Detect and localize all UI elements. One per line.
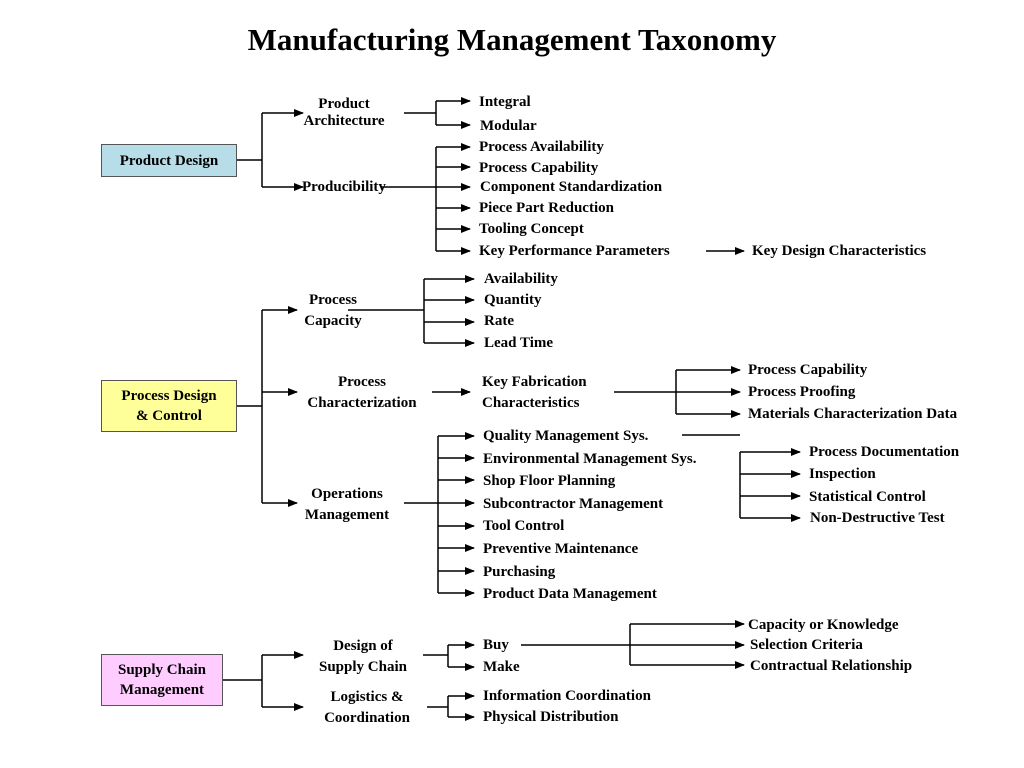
product-architecture-label: Product Architecture [303, 96, 385, 129]
leaf-component-standardization: Component Standardization [480, 179, 663, 195]
leaf-purchasing: Purchasing [483, 564, 556, 580]
operations-management-label: Operations Management [304, 486, 390, 523]
leaf-process-availability: Process Availability [479, 139, 604, 155]
leaf-lead-time: Lead Time [484, 335, 554, 351]
leaf-quantity: Quantity [484, 292, 542, 308]
supply-chain-label-line1: Supply Chain [118, 662, 206, 678]
leaf-key-performance-parameters: Key Performance Parameters [479, 243, 670, 259]
leaf-buy: Buy [483, 637, 509, 653]
product-design-box: Product Design [101, 144, 237, 177]
process-capacity-label: Process Capacity [304, 292, 362, 329]
design-of-supply-chain-label: Design of Supply Chain [319, 638, 407, 675]
leaf-modular: Modular [480, 118, 537, 134]
leaf-capacity-or-knowledge: Capacity or Knowledge [748, 617, 899, 633]
leaf-materials-characterization-data: Materials Characterization Data [748, 406, 958, 422]
leaf-availability: Availability [484, 271, 558, 287]
supply-chain-label-line2: Management [119, 682, 205, 698]
leaf-piece-part-reduction: Piece Part Reduction [479, 200, 614, 216]
process-design-box: Process Design & Control [101, 380, 237, 432]
leaf-non-destructive-test: Non-Destructive Test [810, 510, 945, 526]
process-design-label-line1: Process Design [121, 388, 217, 404]
leaf-tool-control: Tool Control [483, 518, 565, 534]
leaf-process-capability: Process Capability [479, 160, 599, 176]
leaf-contractual-relationship: Contractual Relationship [750, 658, 913, 674]
leaf-integral: Integral [479, 94, 531, 110]
leaf-environmental-management-sys: Environmental Management Sys. [483, 451, 697, 467]
producibility-label: Producibility [302, 179, 386, 195]
product-design-label: Product Design [119, 152, 219, 169]
process-design-label-line2: & Control [136, 408, 202, 424]
leaf-selection-criteria: Selection Criteria [750, 637, 863, 653]
leaf-subcontractor-management: Subcontractor Management [483, 496, 664, 512]
logistics-coordination-label: Logistics & Coordination [324, 689, 410, 726]
leaf-rate: Rate [484, 313, 514, 329]
leaf-key-design-characteristics: Key Design Characteristics [752, 243, 927, 259]
leaf-product-data-management: Product Data Management [483, 586, 657, 602]
leaf-shop-floor-planning: Shop Floor Planning [483, 473, 616, 489]
leaf-inspection: Inspection [809, 466, 876, 482]
leaf-process-documentation: Process Documentation [809, 444, 960, 460]
leaf-kfc-process-capability: Process Capability [748, 362, 868, 378]
leaf-statistical-control: Statistical Control [809, 489, 926, 505]
leaf-tooling-concept: Tooling Concept [479, 221, 584, 237]
leaf-information-coordination: Information Coordination [483, 688, 651, 704]
leaf-make: Make [483, 659, 520, 675]
diagram-title: Manufacturing Management Taxonomy [247, 22, 777, 57]
leaf-quality-management-sys: Quality Management Sys. [483, 428, 649, 444]
key-fabrication-characteristics-label: Key Fabrication Characteristics [482, 374, 587, 411]
supply-chain-box: Supply Chain Management [101, 654, 223, 706]
leaf-physical-distribution: Physical Distribution [483, 709, 619, 725]
process-characterization-label: Process Characterization [307, 374, 417, 411]
leaf-preventive-maintenance: Preventive Maintenance [483, 541, 639, 557]
leaf-process-proofing: Process Proofing [748, 384, 856, 400]
